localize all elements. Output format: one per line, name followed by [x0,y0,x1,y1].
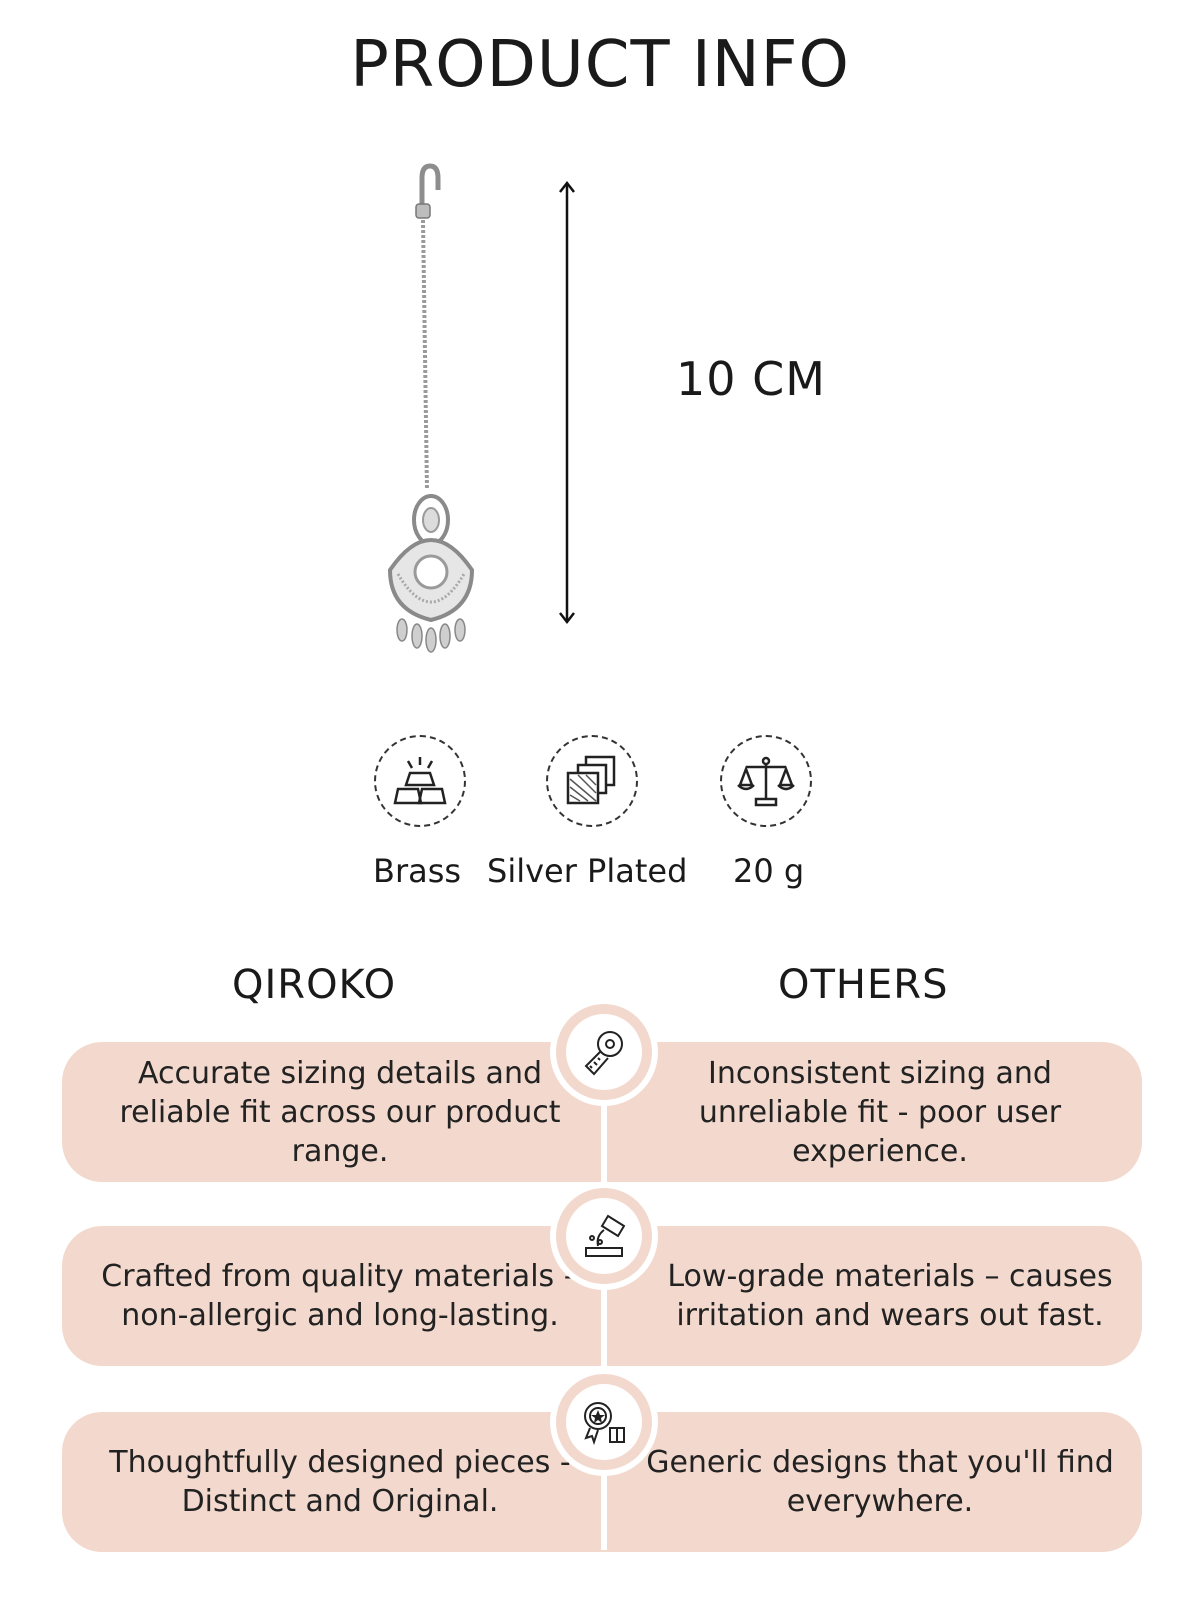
qiroko-design-text: Thoughtfully designed pieces - Distinct … [109,1445,571,1519]
qiroko-sizing-text: Accurate sizing details and reliable fit… [119,1055,561,1169]
column-heading-qiroko: QIROKO [232,962,397,1008]
badge-sizing [550,998,658,1106]
page-title: PRODUCT INFO [350,28,850,102]
maang-tikka-image [387,163,475,653]
feature-label-material: Brass [373,852,462,890]
badge-materials [550,1182,658,1290]
plated-layers-icon [546,735,638,827]
measuring-tape-icon [584,1031,623,1076]
gold-bars-icon [374,735,466,827]
badge-design [550,1368,658,1476]
others-sizing-text: Inconsistent sizing and unreliable fit -… [698,1055,1062,1169]
length-measurement: 10 CM [676,352,826,406]
qiroko-materials-text: Crafted from quality materials – non-all… [101,1259,579,1333]
design-badge-icon [584,1402,625,1446]
balance-scale-icon [720,735,812,827]
others-materials-text: Low-grade materials – causes irritation … [667,1259,1113,1333]
feature-label-plating: Silver Plated [487,852,688,890]
others-design-text: Generic designs that you'll find everywh… [646,1445,1114,1519]
feature-label-weight: 20 g [733,852,805,890]
column-heading-others: OTHERS [778,962,949,1008]
material-pour-icon [585,1214,626,1257]
length-arrow-icon [559,180,575,625]
column-divider [601,1060,607,1550]
